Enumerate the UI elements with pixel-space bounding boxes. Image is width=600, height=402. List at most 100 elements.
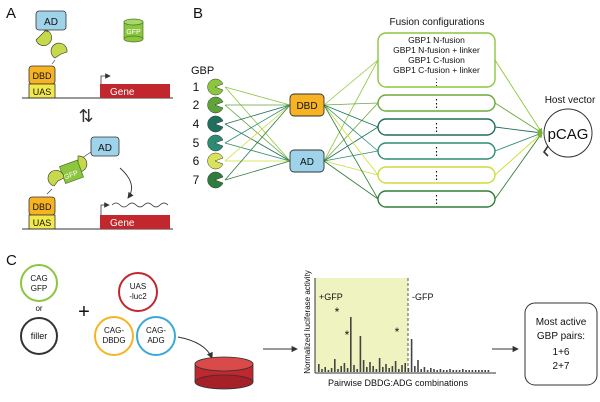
luciferase-bar: [449, 369, 451, 372]
panel-a-label: A: [6, 5, 16, 22]
gbp-to-dbd-line: [224, 104, 291, 144]
module-to-config-line: [323, 104, 379, 152]
luciferase-bar: [465, 370, 467, 372]
plasmid-cag-adg-line2: ADG: [147, 336, 164, 345]
gbp-to-dbd-line: [224, 86, 291, 106]
promoter-arrow-bottom: [100, 202, 110, 215]
luciferase-bar: [442, 370, 445, 372]
or-text: or: [35, 304, 42, 313]
plasmid-cag-gfp-line2: GFP: [31, 284, 47, 293]
luciferase-bar: [340, 366, 342, 372]
module-to-config-line: [323, 104, 379, 200]
luciferase-bar: [423, 367, 426, 372]
plasmid-cag-gfp-line1: CAG: [30, 274, 47, 283]
luciferase-bar: [350, 317, 352, 372]
fusion-ellipsis: ⋮: [431, 170, 442, 182]
luciferase-bar: [439, 369, 442, 372]
gbp-to-dbd-line: [224, 104, 291, 125]
gene-label-top: Gene: [110, 87, 135, 98]
gbp-number-label: 6: [193, 154, 200, 168]
luciferase-bar: [458, 370, 461, 372]
module-to-config-line: [323, 59, 379, 162]
luciferase-bar: [484, 370, 486, 372]
plasmid-filler: [20, 317, 58, 355]
uas-label-top: UAS: [33, 87, 52, 97]
star-1: *: [335, 305, 340, 319]
config-to-vector-arrow: [494, 59, 543, 134]
luciferase-bar: [404, 363, 406, 372]
plasmid-cag-adg-line1: CAG-: [146, 326, 166, 335]
config-to-vector-arrow: [494, 132, 543, 152]
gbp-to-ad-line: [224, 142, 291, 162]
gbp-binder-icon: [207, 96, 224, 114]
fusion-ellipsis: ⋮: [432, 77, 441, 87]
fusion-config-line: GBP1 C-fusion + linker: [393, 65, 480, 75]
panel-c-label: C: [6, 252, 17, 269]
gene-box-top: [100, 84, 170, 98]
gfp-label-bound: GFP: [63, 170, 79, 182]
star-3: *: [395, 325, 400, 339]
gbp-number-label: 4: [193, 117, 200, 131]
luciferase-bar: [420, 369, 422, 372]
luciferase-bar: [353, 365, 355, 372]
gfp-barrel-free: GFP: [123, 18, 144, 43]
luciferase-bar: [369, 362, 371, 372]
fusion-ellipsis: ⋮: [431, 98, 442, 110]
fusion-ellipsis: ⋮: [431, 146, 442, 158]
luciferase-bar: [362, 360, 365, 372]
luciferase-bar: [426, 370, 429, 372]
ad-box-bottom: [90, 136, 120, 157]
luciferase-bar: [394, 361, 397, 372]
luciferase-bar: [407, 368, 410, 372]
result-line2: GBP pairs:: [537, 331, 585, 342]
gbp-to-dbd-line: [224, 104, 291, 181]
luciferase-bar: [330, 368, 333, 372]
ad-label-top: AD: [44, 17, 58, 28]
plasmid-uas-luc2-line1: UAS: [130, 282, 146, 291]
host-vector-label: Host vector: [545, 95, 596, 106]
panel-a-bottom-state: AD GFP DBD UAS Gene: [22, 136, 173, 230]
module-to-config-line: [323, 102, 379, 106]
fusion-config-box: [377, 118, 496, 136]
fusion-config-box: [377, 142, 496, 160]
luciferase-bar: [372, 366, 374, 372]
dbd-label-bottom: DBD: [32, 202, 52, 212]
gbp-binder-icon: [207, 134, 224, 152]
luciferase-bar: [481, 370, 483, 372]
ad-label-bottom: AD: [98, 143, 112, 154]
star-2: *: [345, 328, 350, 342]
gene-box-bottom: [100, 215, 170, 229]
plot-x-label: Pairwise DBDG:ADG combinations: [328, 378, 469, 388]
luciferase-bar: [343, 363, 346, 372]
equilibrium-arrows: ⇅: [78, 106, 93, 126]
gbp-number-label: 1: [193, 80, 200, 94]
fusion-title: Fusion configurations: [389, 17, 484, 28]
luciferase-bar: [366, 367, 368, 372]
luciferase-bar: [337, 369, 339, 372]
gbp-number-label: 5: [193, 136, 200, 150]
gbp-binder-icon: [207, 78, 224, 96]
fusion-config-line: GBP1 C-fusion: [408, 55, 465, 65]
promoter-arrow-top: [100, 73, 111, 84]
module-to-config-line: [323, 59, 379, 106]
panel-b-label: B: [193, 5, 203, 22]
luciferase-bar: [327, 370, 330, 372]
fusion-config-line: GBP1 N-fusion + linker: [393, 45, 480, 55]
luciferase-bar: [471, 370, 474, 372]
gene-label-bottom: Gene: [110, 218, 135, 229]
module-to-config-line: [323, 104, 379, 128]
luciferase-bar: [378, 358, 381, 372]
gbp-binder-icon: [207, 115, 224, 133]
luciferase-bar: [414, 366, 416, 372]
module-to-config-line: [323, 126, 379, 162]
module-to-config-line: [323, 102, 379, 162]
gbp-to-ad-line: [224, 160, 291, 181]
plus-sign: +: [78, 301, 90, 323]
plasmid-cag-gfp: [20, 264, 58, 302]
luciferase-bar: [433, 369, 435, 372]
ad-box-b: [289, 149, 325, 173]
uas-label-bottom: UAS: [33, 218, 52, 228]
